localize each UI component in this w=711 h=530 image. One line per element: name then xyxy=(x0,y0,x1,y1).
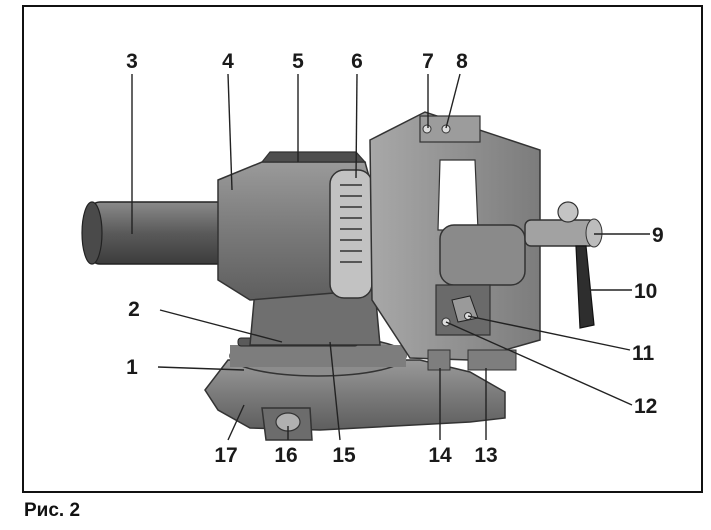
spindle-knob xyxy=(557,201,579,223)
callout-9: 9 xyxy=(652,224,664,247)
callout-2: 2 xyxy=(128,298,140,321)
callout-8: 8 xyxy=(456,50,468,73)
rear-rod xyxy=(89,201,231,265)
callout-16: 16 xyxy=(274,444,297,467)
callout-6: 6 xyxy=(351,50,363,73)
callout-7: 7 xyxy=(422,50,434,73)
callout-5: 5 xyxy=(292,50,304,73)
vise-diagram: 3 4 5 6 7 8 9 10 11 12 13 14 15 16 17 1 … xyxy=(81,50,664,467)
ring-markings xyxy=(340,184,362,263)
figure-caption: Рис. 2 xyxy=(24,500,81,521)
callout-15: 15 xyxy=(332,444,356,467)
jaw-screw-7 xyxy=(422,124,432,134)
callout-12: 12 xyxy=(634,395,657,418)
jaw-opening xyxy=(437,159,479,231)
lower-jaw-pad-13 xyxy=(467,349,517,371)
rear-rod-end xyxy=(81,201,103,265)
lower-jaw-pad-14 xyxy=(427,349,451,371)
leader-lines xyxy=(131,73,650,441)
callout-numbers: 3 4 5 6 7 8 9 10 11 12 13 14 15 16 17 1 … xyxy=(126,50,664,467)
spindle xyxy=(524,219,596,247)
swivel-ring-band xyxy=(230,345,406,367)
callout-4: 4 xyxy=(222,50,234,73)
callout-10: 10 xyxy=(634,280,657,303)
callout-17: 17 xyxy=(214,444,237,467)
vise-illustration xyxy=(81,111,603,441)
vise-body-top xyxy=(260,151,367,163)
handle-bar xyxy=(575,245,595,329)
callout-11: 11 xyxy=(632,342,655,365)
graduated-ring xyxy=(329,169,373,299)
callout-14: 14 xyxy=(428,444,452,467)
spindle-end xyxy=(585,218,603,248)
jaw-screw-8 xyxy=(441,124,451,134)
screw-housing xyxy=(439,224,526,286)
callout-1: 1 xyxy=(126,356,138,379)
callout-13: 13 xyxy=(474,444,497,467)
callout-3: 3 xyxy=(126,50,138,73)
